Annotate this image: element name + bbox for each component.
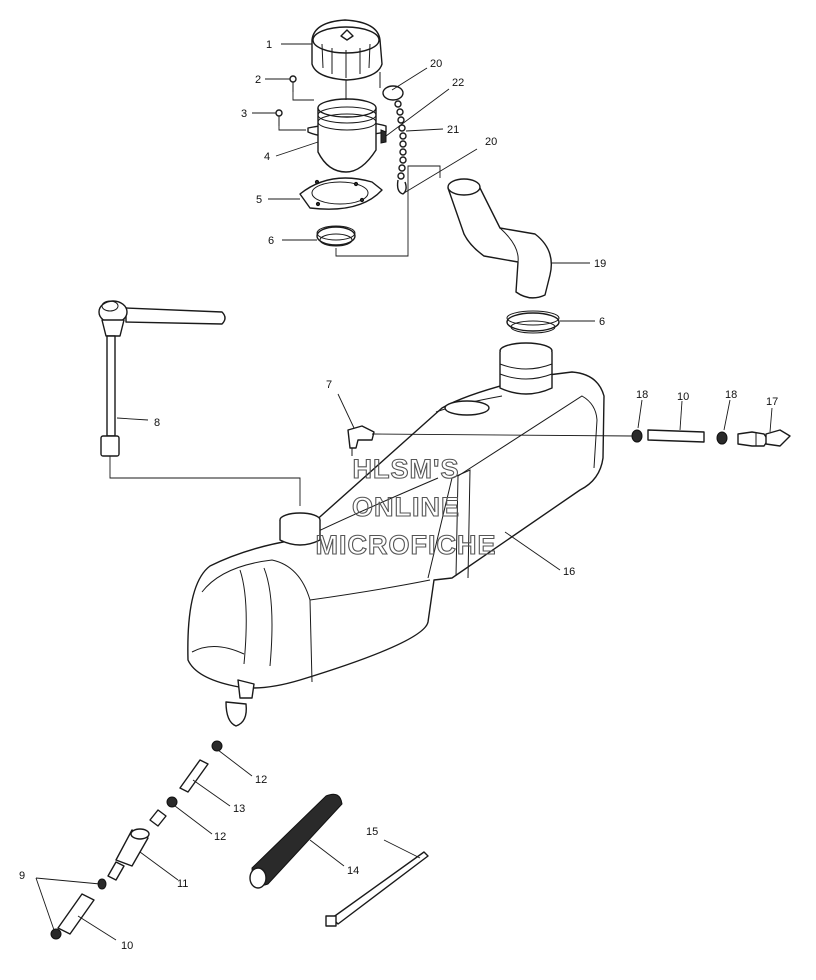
drain-fitting xyxy=(211,679,255,752)
fuel-tank xyxy=(187,342,605,689)
watermark-line-1: HLSM'S xyxy=(353,454,460,484)
callout-22: 22 xyxy=(452,77,464,89)
callout-20-lower: 20 xyxy=(485,136,497,148)
callout-13: 13 xyxy=(233,803,245,815)
callout-17: 17 xyxy=(766,396,778,408)
callout-labels: 1 2 3 4 5 6 20 22 21 20 19 6 8 7 18 10 1… xyxy=(19,39,778,952)
callout-12-top: 12 xyxy=(255,774,267,786)
callout-9: 9 xyxy=(19,870,25,882)
fuel-filter xyxy=(107,828,150,881)
callout-4: 4 xyxy=(264,151,270,163)
cable-tie xyxy=(325,851,429,927)
callout-21: 21 xyxy=(447,124,459,136)
lower-fuel-line xyxy=(50,878,107,940)
callout-7: 7 xyxy=(326,379,332,391)
callout-6-lower: 6 xyxy=(599,316,605,328)
callout-1: 1 xyxy=(266,39,272,51)
clamp-ring-top xyxy=(316,225,356,247)
vent-elbow xyxy=(347,425,375,456)
tether-chain xyxy=(379,72,407,195)
callout-19: 19 xyxy=(594,258,606,270)
callout-6-top: 6 xyxy=(268,235,274,247)
filler-hose xyxy=(447,178,553,299)
filler-neck xyxy=(307,80,387,173)
callout-11: 11 xyxy=(177,878,188,890)
watermark: HLSM'S ONLINE MICROFICHE xyxy=(315,453,497,560)
watermark-line-3: MICROFICHE xyxy=(316,530,497,560)
vent-hose-assembly xyxy=(631,429,791,447)
callout-5: 5 xyxy=(256,194,262,206)
gasket xyxy=(299,177,383,210)
foam-sleeve xyxy=(249,793,343,889)
fuel-line-13 xyxy=(149,759,209,827)
callout-12-lower: 12 xyxy=(214,831,226,843)
callout-18-right: 18 xyxy=(725,389,737,401)
watermark-line-2: ONLINE xyxy=(352,492,460,522)
callout-16: 16 xyxy=(563,566,575,578)
callout-20-top: 20 xyxy=(430,58,442,70)
callout-14: 14 xyxy=(347,865,359,877)
callout-15: 15 xyxy=(366,826,378,838)
screw-2 xyxy=(289,75,297,92)
callout-2: 2 xyxy=(255,74,261,86)
callout-10-top: 10 xyxy=(677,391,689,403)
callout-8: 8 xyxy=(154,417,160,429)
screw-3 xyxy=(275,109,283,126)
callout-3: 3 xyxy=(241,108,247,120)
callout-10-bottom: 10 xyxy=(121,940,133,952)
fuel-gauge-sender xyxy=(98,300,226,457)
fuel-cap xyxy=(311,19,383,81)
callout-18-left: 18 xyxy=(636,389,648,401)
clamp-ring-lower xyxy=(506,310,560,334)
